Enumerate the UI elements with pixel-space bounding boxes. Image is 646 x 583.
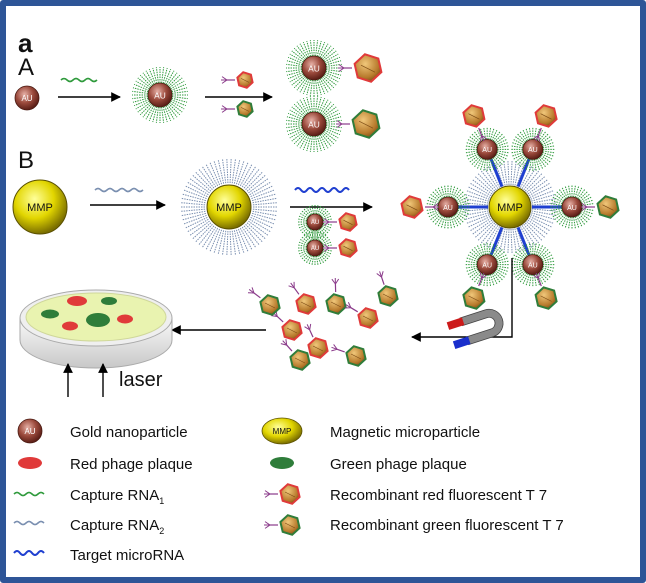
released-phages xyxy=(247,271,399,371)
legend-gold-icon: AU xyxy=(17,418,43,444)
laser-label: laser xyxy=(119,369,163,391)
svg-text:AU: AU xyxy=(482,147,492,154)
svg-text:AU: AU xyxy=(308,119,320,129)
arrow-magnet-separation xyxy=(411,258,513,342)
svg-text:AU: AU xyxy=(311,220,319,226)
legend-target-label: Target microRNA xyxy=(70,547,184,564)
legend-green-t7-label: Recombinant green fluorescent T 7 xyxy=(330,517,564,534)
magnet-icon xyxy=(446,308,504,349)
green-plaque xyxy=(41,309,59,319)
legend-capture2-icon xyxy=(13,520,45,526)
target-microrna-strand xyxy=(294,187,350,193)
mmp-particle-capture2: MMP xyxy=(181,159,277,255)
legend-red-t7-label: Recombinant red fluorescent T 7 xyxy=(330,487,547,504)
svg-text:AU: AU xyxy=(443,205,453,212)
mmp-sandwich-complex: MMP AU AU AU AU AU AU xyxy=(400,104,620,310)
legend-green-plaque-label: Green phage plaque xyxy=(330,456,467,473)
legend-capture1-label: Capture RNA1 xyxy=(70,487,164,506)
svg-text:AU: AU xyxy=(567,205,577,212)
legend-capture2-label: Capture RNA2 xyxy=(70,517,164,536)
svg-text:AU: AU xyxy=(528,262,538,269)
legend-mmp-icon: MMP xyxy=(261,417,303,445)
au-conjugate-green: AU xyxy=(297,230,358,266)
legend-green-plaque-icon xyxy=(270,457,294,469)
svg-text:MMP: MMP xyxy=(27,202,53,214)
red-plaque xyxy=(62,321,78,331)
row-b-label: B xyxy=(18,147,34,174)
row-a-label: A xyxy=(18,54,34,81)
green-plaque xyxy=(86,313,110,327)
red-plaque xyxy=(117,314,133,324)
legend-mmp-label: Magnetic microparticle xyxy=(330,424,480,441)
svg-text:MMP: MMP xyxy=(273,427,292,436)
red-plaque xyxy=(67,296,87,306)
green-phage-icon xyxy=(221,100,254,118)
legend-red-plaque-label: Red phage plaque xyxy=(70,456,193,473)
legend: AU Gold nanoparticle MMP Magnetic microp… xyxy=(13,417,564,564)
svg-text:AU: AU xyxy=(24,427,35,436)
panel-label: a xyxy=(18,28,33,58)
legend-target-icon xyxy=(13,550,45,556)
svg-text:AU: AU xyxy=(482,262,492,269)
au-particle-capture1: AU xyxy=(132,67,188,123)
svg-text:AU: AU xyxy=(21,94,32,103)
red-phage-icon xyxy=(221,71,254,89)
legend-red-plaque-icon xyxy=(18,457,42,469)
svg-text:AU: AU xyxy=(308,63,320,73)
legend-red-t7-icon xyxy=(264,483,301,505)
au-particle-bare: AU xyxy=(14,85,40,111)
legend-gold-label: Gold nanoparticle xyxy=(70,424,188,441)
legend-capture1-icon xyxy=(13,491,45,497)
green-plaque xyxy=(101,297,117,305)
au-particle-with-red-phage: AU xyxy=(286,40,383,96)
au-particle-with-green-phage: AU xyxy=(286,96,381,152)
capture-rna-1-strand xyxy=(60,77,98,83)
svg-text:AU: AU xyxy=(311,246,319,252)
capture-rna-2-strand xyxy=(94,187,144,193)
svg-text:AU: AU xyxy=(154,90,166,100)
svg-text:MMP: MMP xyxy=(497,202,523,214)
mmp-particle-bare: MMP xyxy=(12,179,68,235)
legend-green-t7-icon xyxy=(264,514,301,536)
svg-text:AU: AU xyxy=(528,147,538,154)
petri-dish xyxy=(19,289,173,369)
svg-text:MMP: MMP xyxy=(216,202,242,214)
au-conjugate-red: AU xyxy=(297,204,358,240)
